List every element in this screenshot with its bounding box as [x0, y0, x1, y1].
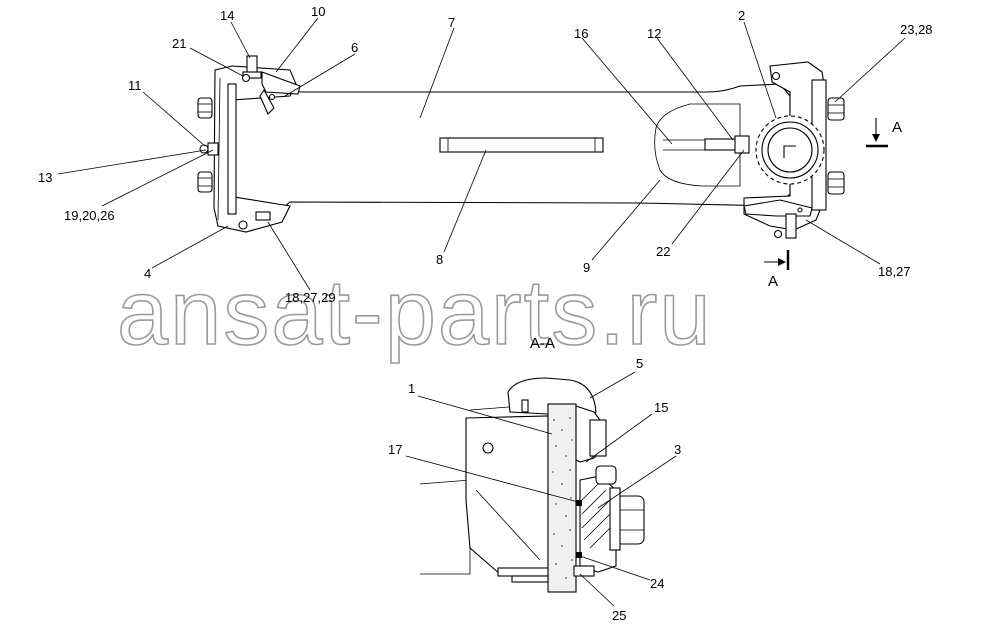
callout-12: 12 [647, 26, 661, 41]
callout-6: 6 [351, 40, 358, 55]
callout-15: 15 [654, 400, 668, 415]
callout-1: 1 [408, 381, 415, 396]
callout-25: 25 [612, 608, 626, 623]
main-beam [231, 83, 791, 213]
section-title: A-A [530, 335, 555, 352]
right-end-bracket [743, 61, 845, 239]
callout-11: 11 [128, 78, 142, 93]
callout-8: 8 [436, 252, 443, 267]
callout-24: 24 [650, 576, 664, 591]
section-mark-bottom: A [764, 250, 790, 290]
leader-lines-section [405, 371, 677, 607]
callout-10: 10 [311, 4, 325, 19]
watermark-text: ansat-parts.ru [117, 262, 713, 364]
callout-13: 13 [38, 170, 52, 185]
callout-21: 21 [172, 36, 186, 51]
section-view-aa [419, 377, 645, 593]
callout-7: 7 [448, 15, 455, 30]
leader-lines-top [57, 17, 906, 291]
section-mark-top: A [866, 118, 902, 148]
callout-19-20-26: 19,20,26 [64, 208, 115, 223]
slot-part-8 [439, 137, 604, 153]
callout-2: 2 [738, 8, 745, 23]
callout-4: 4 [144, 266, 151, 281]
callout-22: 22 [656, 244, 670, 259]
callout-9: 9 [583, 260, 590, 275]
callout-23-28: 23,28 [900, 22, 933, 37]
callout-5: 5 [636, 356, 643, 371]
left-end-bracket [197, 55, 301, 233]
callout-18-27: 18,27 [878, 264, 911, 279]
callout-labels: 14 10 7 2 23,28 21 6 16 12 11 13 19,20,2… [38, 4, 933, 623]
callout-16: 16 [574, 26, 588, 41]
callout-17: 17 [388, 442, 402, 457]
callout-3: 3 [674, 442, 681, 457]
callout-14: 14 [220, 8, 234, 23]
section-letter-top: A [892, 119, 902, 136]
callout-18-27-29: 18,27,29 [285, 290, 336, 305]
section-letter-bottom: A [768, 273, 778, 290]
